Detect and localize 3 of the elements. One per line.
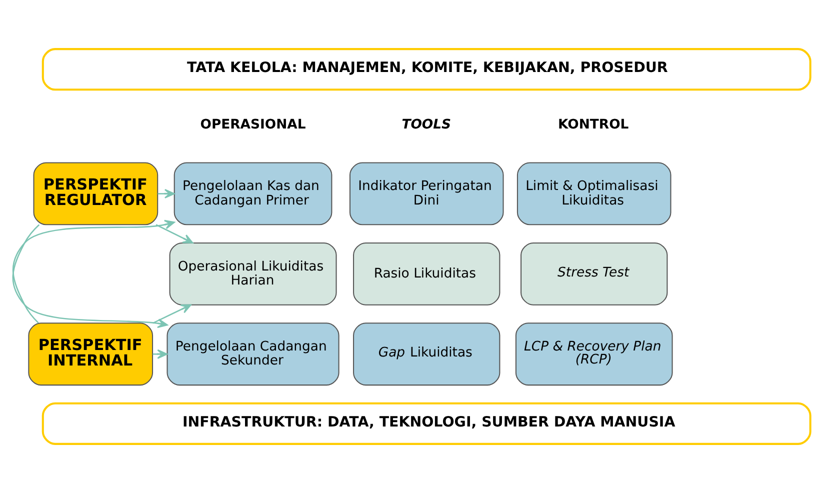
- label: KONTROL: [558, 117, 629, 132]
- label: TOOLS: [402, 117, 452, 132]
- label: OPERASIONAL: [200, 117, 306, 132]
